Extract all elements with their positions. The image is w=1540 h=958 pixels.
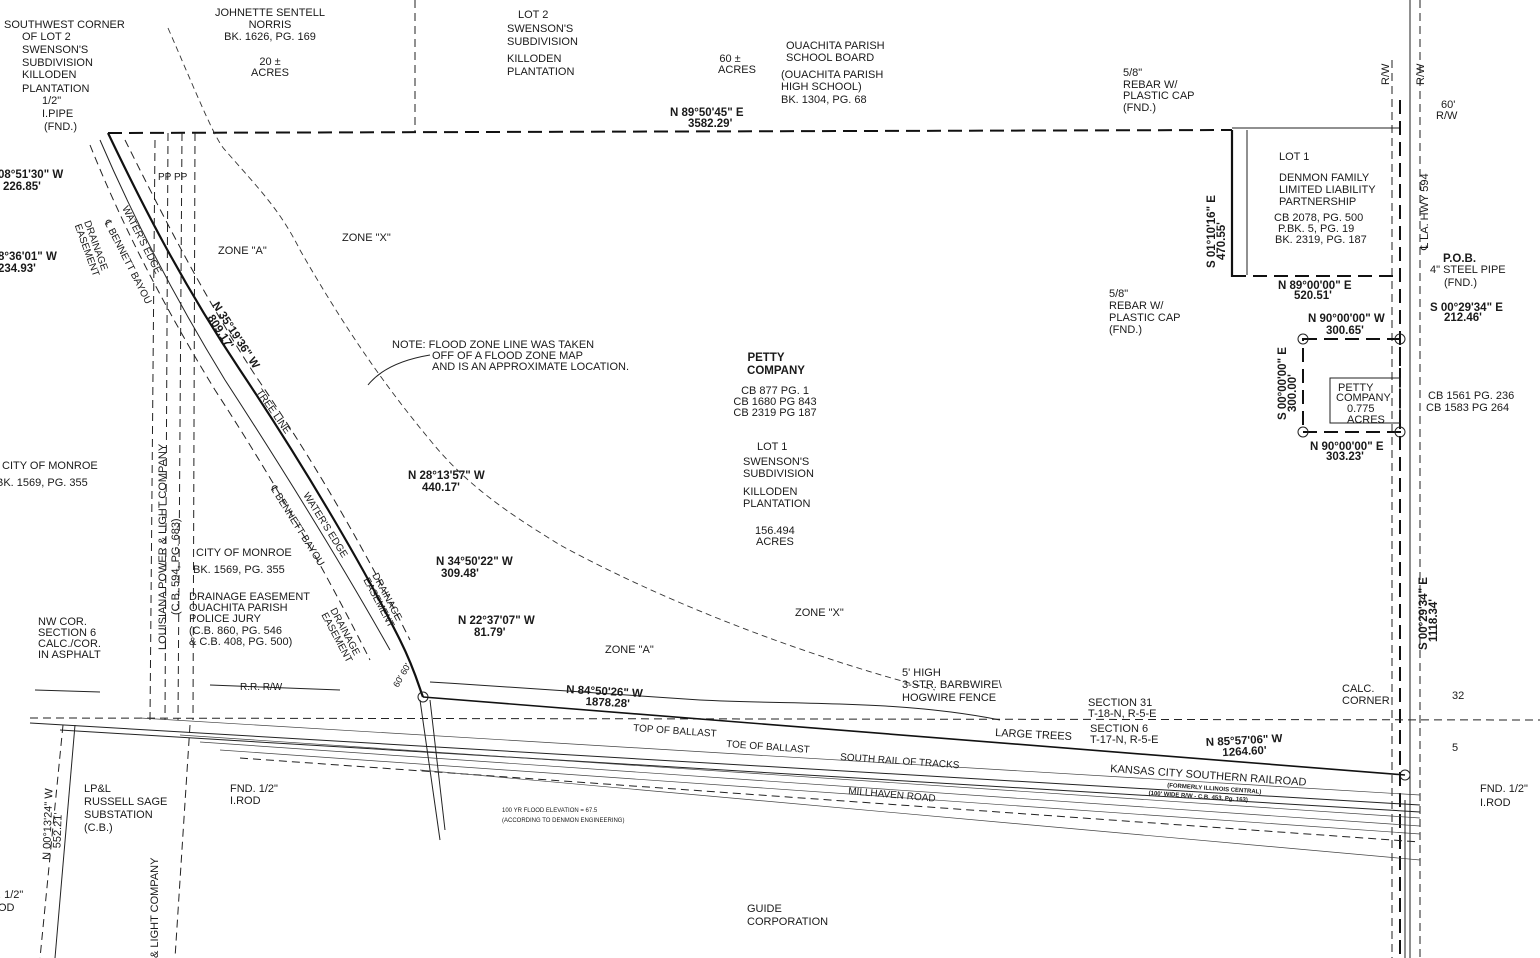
millhaven-road-label: MILLHAVEN ROAD	[848, 786, 936, 805]
fnd-left-label: FND. 1/2"I.ROD	[230, 783, 278, 807]
linework	[29, 0, 1540, 958]
bearing-b3: N 35°19'36" W809.17'	[200, 300, 261, 377]
railroad-label: KANSAS CITY SOUTHERN RAILROAD(FORMERLY I…	[1108, 763, 1306, 808]
bearing-b16: N 00°13'24" W552.21'	[41, 788, 66, 861]
zone-a-label: ZONE "A"	[218, 245, 267, 257]
west-road-line	[39, 724, 64, 958]
bridge-line	[419, 699, 441, 841]
top-ballast-label: TOP OF BALLAST	[633, 723, 717, 740]
zone-x-label: ZONE "X"	[342, 232, 391, 244]
lpl-line	[192, 132, 196, 721]
power-pole-label: PP PP	[158, 172, 188, 183]
bearing-b7: N 84°50'26" W1878.28'	[565, 684, 643, 711]
monument-icon	[1394, 426, 1406, 438]
section-5-number: 5	[1452, 742, 1458, 754]
flood-elevation-label: 100 YR FLOOD ELEVATION = 67.5(ACCORDING …	[502, 808, 624, 824]
rebar-top-label: 5/8"REBAR W/PLASTIC CAP(FND.)	[1123, 67, 1195, 114]
school-acres-label: 60 ±ACRES	[718, 53, 756, 76]
rw-label: R/W	[1380, 63, 1392, 85]
rebar-bottom-label: 5/8"REBAR W/PLASTIC CAP(FND.)	[1109, 288, 1181, 336]
leader-arrow	[367, 354, 431, 386]
fence-line	[422, 696, 1406, 776]
fnd-edge-label: . 1/2"OD	[0, 889, 23, 914]
lpl-line	[149, 139, 156, 721]
bennett-bayou-label: ℄ BENNETT BAYOU	[101, 217, 153, 306]
petty-small-tract	[1302, 338, 1401, 433]
bayou-centerline	[99, 139, 391, 651]
petty-building	[1329, 377, 1401, 424]
bearing-b15: S 00°29'34" E1118.34'	[1418, 577, 1440, 650]
lpl-strip-bottom: & LIGHT COMPANY	[149, 857, 161, 958]
monument-icon	[1297, 333, 1309, 345]
section-line	[29, 717, 1540, 721]
rr-rw-line	[209, 684, 341, 691]
easement-width-label: 60' 60'	[391, 661, 413, 689]
rr-rw-label: R.R. R/W	[240, 682, 283, 693]
large-trees-label: LARGE TREES	[995, 727, 1072, 743]
bearing-b13: S 00°00'00" E300.00'	[1277, 347, 1299, 420]
rw-label: R/W	[1415, 63, 1427, 85]
section-32-number: 32	[1452, 690, 1464, 702]
hwy-594-label: ℄ LA. HWY 594	[1419, 173, 1431, 251]
bayou-boundary-line	[107, 132, 425, 698]
west-road-line	[174, 724, 191, 958]
flood-zone-line	[167, 27, 936, 691]
lpl-strip-label: LOUISIANA POWER & LIGHT COMPANY(C.B. 594…	[157, 443, 182, 650]
easement-line-east	[124, 139, 411, 641]
rw-60-label: 60'R/W	[1436, 99, 1458, 122]
tree-line-label: TREE LINE	[254, 387, 293, 436]
calc-corner-label: CALC.CORNER	[1342, 683, 1390, 707]
easement-line-west	[89, 144, 371, 661]
north-boundary-line	[107, 129, 1233, 134]
rr-rw-line	[34, 689, 101, 693]
drainage-easement-label: DRAINAGEEASEMENT	[319, 606, 363, 664]
bearing-b8: N 85°57'06" W1264.60'	[1206, 733, 1284, 760]
zone-a-label: ZONE "A"	[605, 644, 654, 656]
lpl-line	[177, 132, 183, 721]
railroad-tracks	[29, 717, 1421, 861]
tree-line	[429, 681, 1001, 721]
pob-label: P.O.B.4" STEEL PIPE(FND.)	[1430, 253, 1506, 289]
toe-ballast-label: TOE OF BALLAST	[726, 739, 810, 756]
lpl-line	[164, 132, 169, 721]
west-road-line	[54, 724, 76, 958]
south-rail-label: SOUTH RAIL OF TRACKS	[840, 752, 960, 771]
zone-x-label: ZONE "X"	[795, 607, 844, 619]
fnd-right-label: FND. 1/2"I.ROD	[1480, 783, 1528, 809]
monument-icon	[1394, 333, 1406, 345]
monument-icon	[1297, 426, 1309, 438]
bearing-b9: S 01°10'16" E470.55'	[1206, 195, 1228, 268]
bridge-line	[429, 699, 446, 831]
drainage-easement-label: DRAINAGEEASEMENT	[361, 571, 405, 629]
